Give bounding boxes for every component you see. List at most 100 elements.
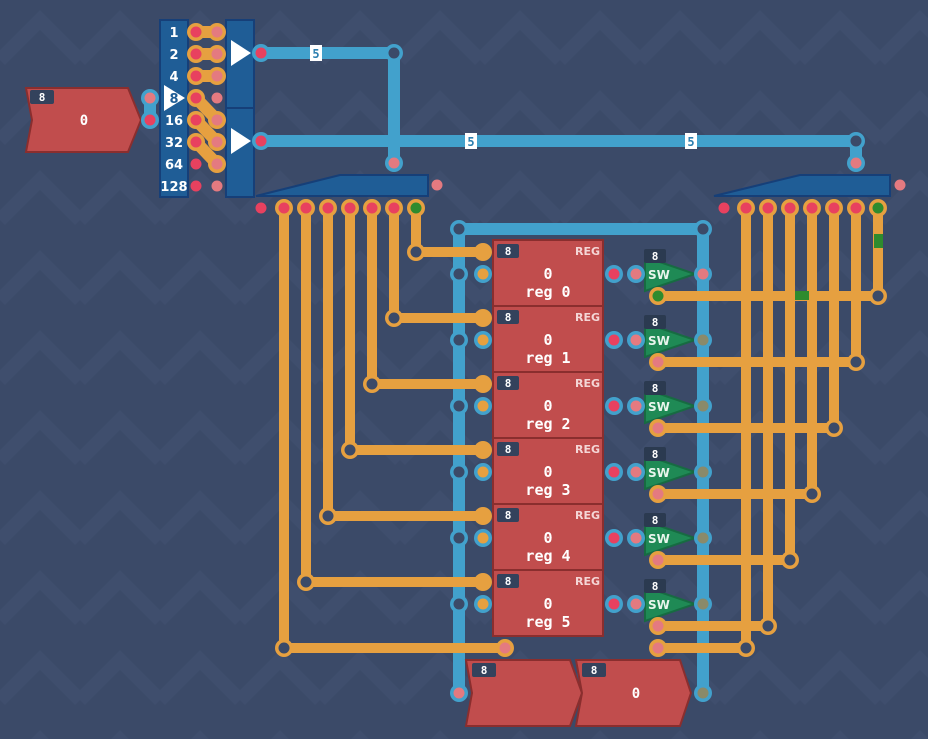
register-data-in-pin[interactable] bbox=[474, 529, 492, 547]
ramp-output-pin[interactable] bbox=[718, 202, 730, 214]
register-out-pin[interactable] bbox=[605, 463, 623, 481]
output-byte-right[interactable]: 8 0 bbox=[574, 659, 693, 727]
input-byte-component[interactable]: 8 0 bbox=[24, 87, 143, 153]
register-write-pin[interactable] bbox=[474, 573, 492, 591]
wire-junction[interactable] bbox=[450, 265, 468, 283]
splitter-out-pin[interactable] bbox=[208, 133, 226, 151]
switch-4[interactable]: 8SW bbox=[644, 513, 699, 557]
splitter-in-pin[interactable] bbox=[187, 89, 205, 107]
register-out-pin[interactable] bbox=[605, 595, 623, 613]
switch-enable-pin[interactable] bbox=[649, 617, 667, 635]
splitter-in-pin[interactable] bbox=[190, 180, 202, 192]
switch-5[interactable]: 8SW bbox=[644, 579, 699, 623]
wire-junction[interactable] bbox=[363, 375, 381, 393]
bit-output-pin[interactable] bbox=[825, 199, 843, 217]
switch-enable-pin[interactable] bbox=[649, 353, 667, 371]
bit-output-pin[interactable] bbox=[319, 199, 337, 217]
splitter-out-pin[interactable] bbox=[252, 132, 270, 150]
register-data-in-pin[interactable] bbox=[474, 331, 492, 349]
register-out-pin[interactable] bbox=[605, 331, 623, 349]
switch-in-pin[interactable] bbox=[627, 265, 645, 283]
register-out-pin[interactable] bbox=[605, 529, 623, 547]
wire-junction[interactable] bbox=[407, 243, 425, 261]
splitter-out-pin[interactable] bbox=[211, 92, 223, 104]
switch-enable-pin[interactable] bbox=[649, 287, 667, 305]
bit-output-pin[interactable] bbox=[759, 199, 777, 217]
register-out-pin[interactable] bbox=[605, 397, 623, 415]
register-write-pin[interactable] bbox=[474, 309, 492, 327]
switch-enable-pin[interactable] bbox=[649, 419, 667, 437]
bit-output-pin[interactable] bbox=[847, 199, 865, 217]
wire-junction[interactable] bbox=[759, 617, 777, 635]
switch-3[interactable]: 8SW bbox=[644, 447, 699, 491]
switch-in-pin[interactable] bbox=[627, 397, 645, 415]
switch-in-pin[interactable] bbox=[627, 331, 645, 349]
switch-out-pin[interactable] bbox=[694, 595, 712, 613]
wire-junction[interactable] bbox=[825, 419, 843, 437]
output-in-pin[interactable] bbox=[450, 684, 468, 702]
ramp-input-pin[interactable] bbox=[847, 154, 865, 172]
output-pin[interactable] bbox=[649, 639, 667, 657]
bit-output-pin[interactable] bbox=[407, 199, 425, 217]
splitter-out-pin[interactable] bbox=[211, 180, 223, 192]
splitter-in-pin[interactable] bbox=[187, 67, 205, 85]
wire-junction[interactable] bbox=[385, 44, 403, 62]
splitter-out-pin[interactable] bbox=[208, 155, 226, 173]
register-write-pin[interactable] bbox=[474, 441, 492, 459]
splitter-out-pin[interactable] bbox=[208, 23, 226, 41]
register-data-in-pin[interactable] bbox=[474, 595, 492, 613]
input-pin[interactable] bbox=[141, 111, 159, 129]
wire-junction[interactable] bbox=[694, 220, 712, 238]
wire-junction[interactable] bbox=[297, 573, 315, 591]
wire-junction[interactable] bbox=[450, 529, 468, 547]
register-data-in-pin[interactable] bbox=[474, 397, 492, 415]
switch-enable-pin[interactable] bbox=[649, 485, 667, 503]
bit-output-pin[interactable] bbox=[803, 199, 821, 217]
bit-output-pin[interactable] bbox=[275, 199, 293, 217]
register-write-pin[interactable] bbox=[474, 507, 492, 525]
switch-out-pin[interactable] bbox=[694, 397, 712, 415]
splitter-out-pin[interactable] bbox=[208, 45, 226, 63]
bit-output-pin[interactable] bbox=[385, 199, 403, 217]
bit-output-pin[interactable] bbox=[737, 199, 755, 217]
wire-junction[interactable] bbox=[869, 287, 887, 305]
wire-junction[interactable] bbox=[450, 595, 468, 613]
bit-output-pin[interactable] bbox=[869, 199, 887, 217]
register-out-pin[interactable] bbox=[605, 265, 623, 283]
switch-out-pin[interactable] bbox=[694, 331, 712, 349]
splitter-in-pin[interactable] bbox=[187, 45, 205, 63]
register-data-in-pin[interactable] bbox=[474, 463, 492, 481]
wire-junction[interactable] bbox=[275, 639, 293, 657]
wire-junction[interactable] bbox=[341, 441, 359, 459]
input-pin[interactable] bbox=[141, 89, 159, 107]
splitter-in-pin[interactable] bbox=[187, 23, 205, 41]
switch-enable-pin[interactable] bbox=[649, 551, 667, 569]
ramp-enable-pin[interactable] bbox=[431, 179, 443, 191]
wire-junction[interactable] bbox=[737, 639, 755, 657]
wire-junction[interactable] bbox=[385, 309, 403, 327]
switch-in-pin[interactable] bbox=[627, 595, 645, 613]
output-byte-left[interactable]: 8 bbox=[464, 659, 584, 727]
switch-2[interactable]: 8SW bbox=[644, 381, 699, 425]
wire-junction[interactable] bbox=[450, 397, 468, 415]
wire-junction[interactable] bbox=[847, 132, 865, 150]
register-write-pin[interactable] bbox=[474, 375, 492, 393]
switch-in-pin[interactable] bbox=[627, 463, 645, 481]
splitter-out-pin[interactable] bbox=[252, 44, 270, 62]
ramp-enable-pin[interactable] bbox=[894, 179, 906, 191]
switch-in-pin[interactable] bbox=[627, 529, 645, 547]
output-in-pin[interactable] bbox=[694, 684, 712, 702]
bit-output-pin[interactable] bbox=[781, 199, 799, 217]
switch-out-pin[interactable] bbox=[694, 463, 712, 481]
bit-ramp-left[interactable] bbox=[255, 174, 429, 197]
wire-junction[interactable] bbox=[450, 463, 468, 481]
bit-ramp-right[interactable] bbox=[713, 174, 891, 197]
ramp-output-pin[interactable] bbox=[255, 202, 267, 214]
wire-junction[interactable] bbox=[450, 220, 468, 238]
